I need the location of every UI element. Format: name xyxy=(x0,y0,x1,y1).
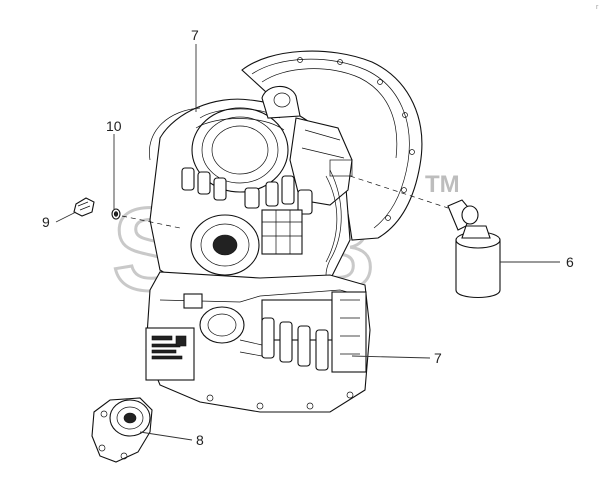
plug-guide-line xyxy=(121,215,181,229)
converter-cover xyxy=(191,107,289,193)
callout-7-right: 7 xyxy=(434,350,442,366)
oil-line-left xyxy=(149,107,201,161)
bell-housing-inner-rim xyxy=(261,68,398,159)
lifting-eye xyxy=(261,85,301,119)
bell-housing-bolts xyxy=(297,57,415,221)
bottom-bolts xyxy=(206,391,354,410)
solenoid-cluster-upper xyxy=(181,167,313,255)
callout-7-top: 7 xyxy=(191,27,199,43)
pto-opening xyxy=(199,306,245,344)
callout-6: 6 xyxy=(566,254,574,270)
solenoid-cluster-lower xyxy=(239,299,333,371)
sensor-block xyxy=(183,293,203,309)
filter-head xyxy=(461,225,491,239)
leader-lines xyxy=(55,44,560,441)
bell-housing-rim xyxy=(251,58,410,229)
callout-9: 9 xyxy=(42,214,50,230)
side-cover xyxy=(331,291,367,373)
watermark-tm: TM xyxy=(425,171,460,198)
output-flange xyxy=(91,397,153,463)
control-module-label xyxy=(151,335,187,360)
callout-8: 8 xyxy=(196,432,204,448)
filter-guide-line xyxy=(349,175,449,209)
filter-canister xyxy=(455,239,501,299)
sealing-ring xyxy=(111,208,121,220)
transmission-assembly xyxy=(145,50,423,413)
drain-plug xyxy=(73,197,95,217)
side-bracket xyxy=(289,117,353,206)
valve-block xyxy=(261,209,303,255)
oil-filter xyxy=(349,175,501,299)
leader-7-right xyxy=(351,355,431,359)
corner-mark: г xyxy=(596,4,599,11)
callout-10: 10 xyxy=(106,118,122,134)
leader-9 xyxy=(55,211,77,223)
leader-8 xyxy=(139,431,193,441)
callouts: 7 10 9 6 7 8 xyxy=(42,27,574,448)
